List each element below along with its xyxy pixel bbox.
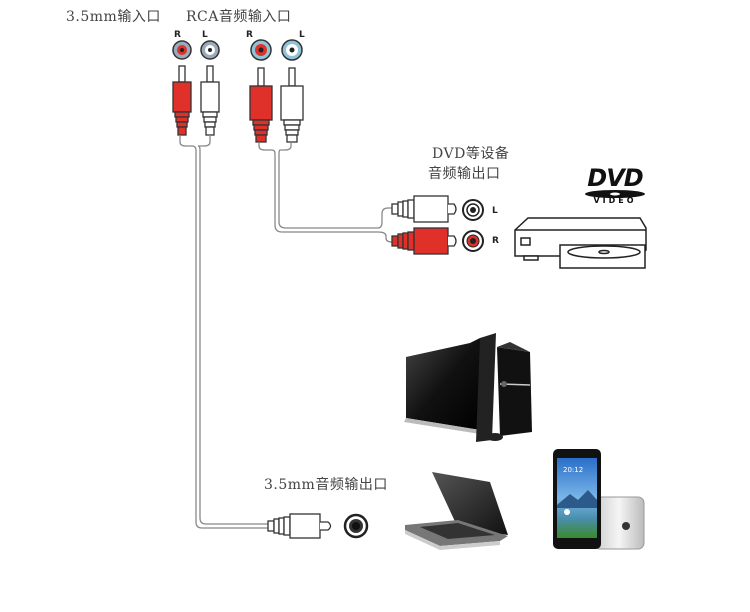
rca-plug-white-dvd xyxy=(391,195,457,223)
jack-label-l: L xyxy=(299,30,305,40)
rca-plug-red-dvd xyxy=(391,227,457,255)
rca-plug-white-right xyxy=(280,67,304,143)
jack-35mm-output xyxy=(343,513,369,539)
jack-dvd-l xyxy=(462,199,484,221)
plug-35mm-output xyxy=(267,513,332,539)
dvd-video-logo: DVD VIDEO xyxy=(583,166,647,205)
dvd-player-icon xyxy=(514,217,647,269)
cable-35mm xyxy=(179,135,268,529)
jack-rca-input-l xyxy=(281,39,303,61)
jack-35mm-input-l xyxy=(200,40,220,60)
rca-plug-white-left xyxy=(200,65,220,136)
label-35mm-output: 3.5mm音频输出口 xyxy=(264,477,388,493)
jack-label-r: R xyxy=(492,236,499,246)
jack-35mm-input-r xyxy=(172,40,192,60)
label-dvd-output-line2: 音频输出口 xyxy=(428,166,501,182)
jack-label-l: L xyxy=(492,206,498,216)
dvd-logo-title: DVD xyxy=(587,164,643,192)
phone-clock: 20:12 xyxy=(563,466,584,474)
jack-label-r: R xyxy=(174,30,181,40)
jack-label-l: L xyxy=(202,30,208,40)
jack-dvd-r xyxy=(462,230,484,252)
jack-label-r: R xyxy=(246,30,253,40)
label-35mm-input: 3.5mm输入口 xyxy=(66,9,161,25)
cable-rca xyxy=(258,142,393,243)
label-rca-input: RCA音频输入口 xyxy=(186,9,292,25)
rca-plug-red-left xyxy=(172,65,192,136)
dvd-logo-subtitle: VIDEO xyxy=(593,196,637,205)
label-dvd-output-line1: DVD等设备 xyxy=(432,146,510,162)
rca-plug-red-right xyxy=(249,67,273,143)
jack-rca-input-r xyxy=(250,39,272,61)
